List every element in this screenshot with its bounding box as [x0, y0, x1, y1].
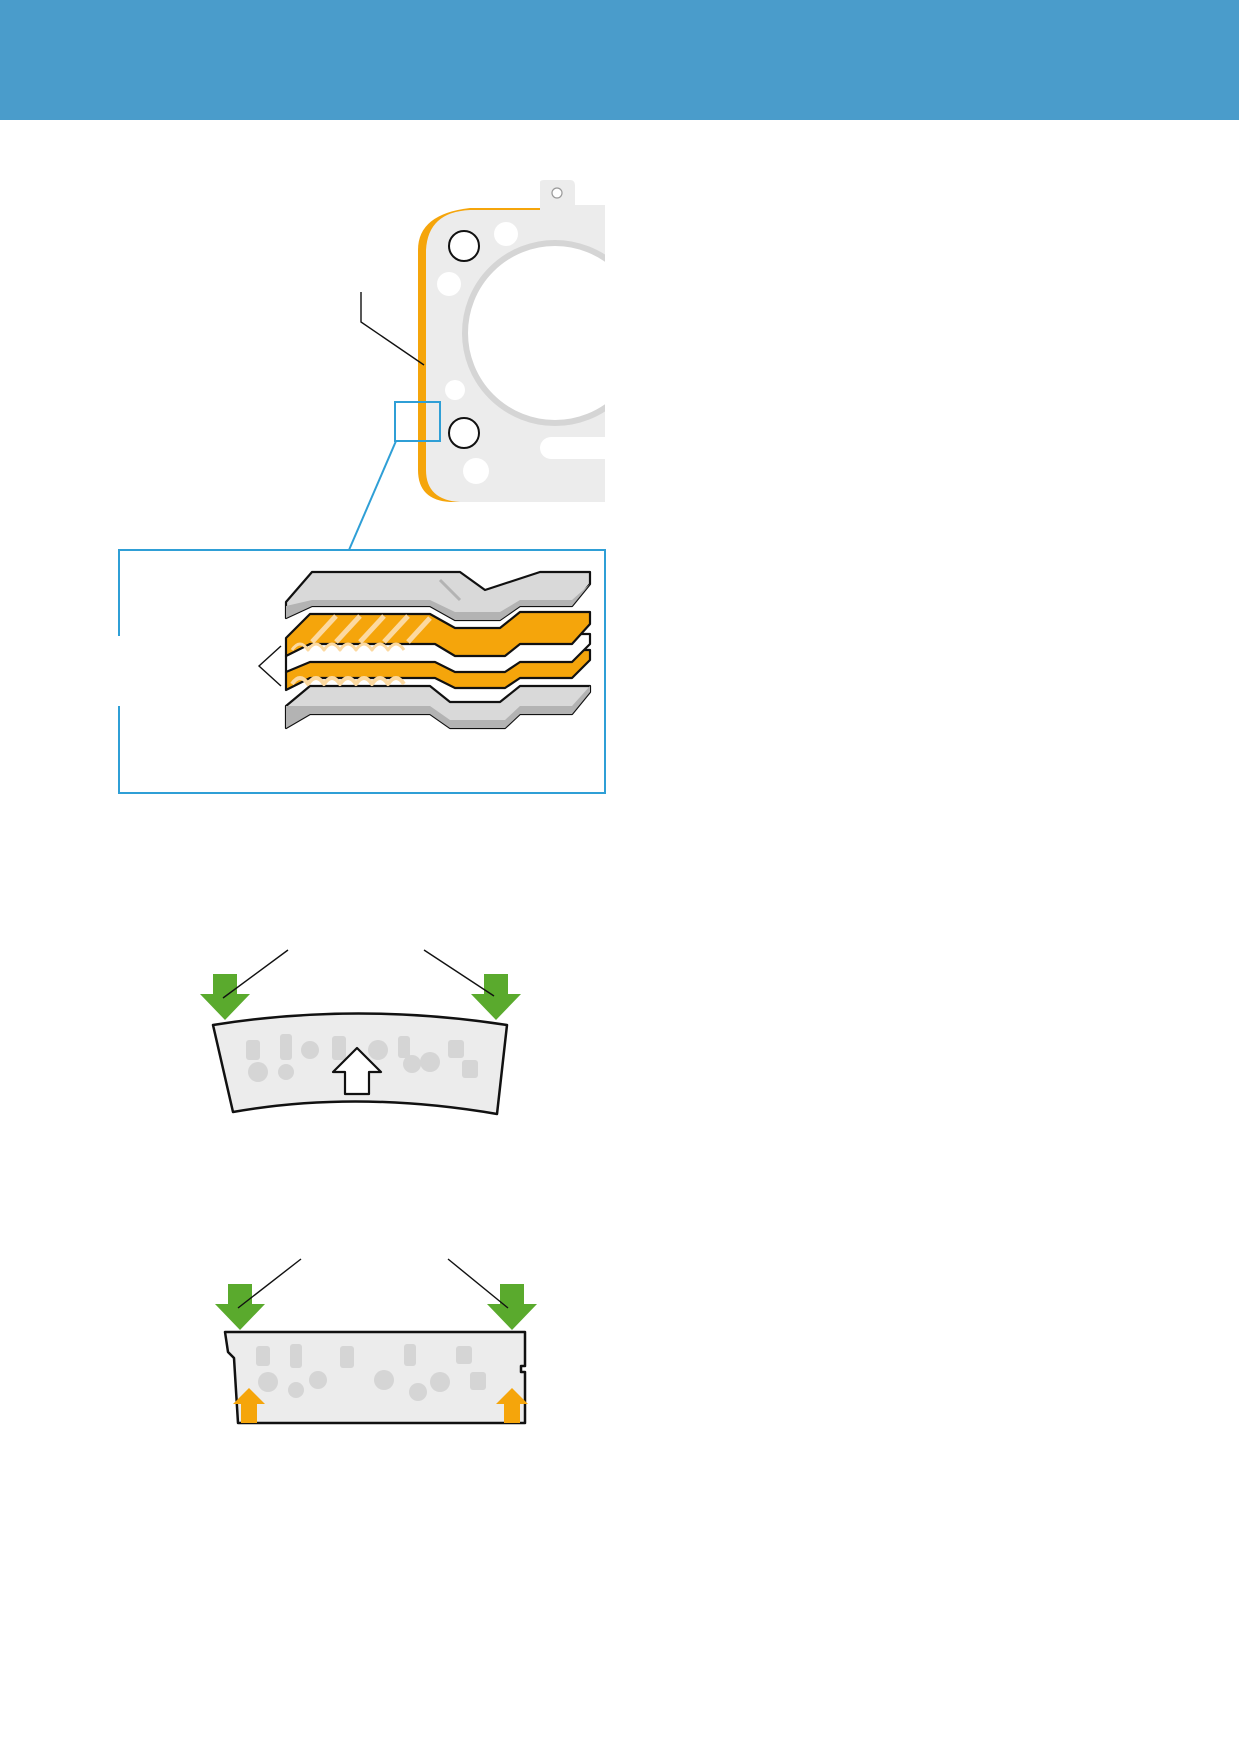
coolant-hole	[437, 272, 461, 296]
leader-line	[360, 292, 425, 366]
combustion-bore	[462, 240, 605, 426]
coolant-hole	[494, 222, 518, 246]
detail-connector	[348, 440, 397, 551]
leader-line	[237, 1258, 302, 1309]
green-down-arrow-icon	[471, 974, 521, 1020]
header-band	[0, 0, 1239, 120]
leader-line	[423, 949, 495, 997]
bolt-hole	[448, 417, 480, 449]
head-deflection-supported	[215, 1258, 537, 1425]
leader-line	[222, 949, 289, 999]
frame-gap	[115, 636, 123, 706]
detail-marker	[394, 401, 441, 442]
coolant-slot	[540, 437, 605, 459]
layer-leader	[257, 645, 282, 687]
coolant-hole	[445, 380, 465, 400]
green-down-arrow-icon	[487, 1284, 537, 1330]
coolant-hole	[463, 458, 489, 484]
white-up-arrow-icon	[331, 1046, 383, 1096]
steel-layer-coated-upper	[284, 610, 592, 658]
head-deflection-bowed	[200, 949, 521, 1116]
orange-up-arrow-icon	[496, 1388, 528, 1423]
steel-layer-stack	[284, 570, 592, 730]
gasket-plan-view	[418, 180, 605, 502]
bolt-hole	[448, 230, 480, 262]
orange-up-arrow-icon	[233, 1388, 265, 1423]
leader-line	[447, 1258, 509, 1309]
